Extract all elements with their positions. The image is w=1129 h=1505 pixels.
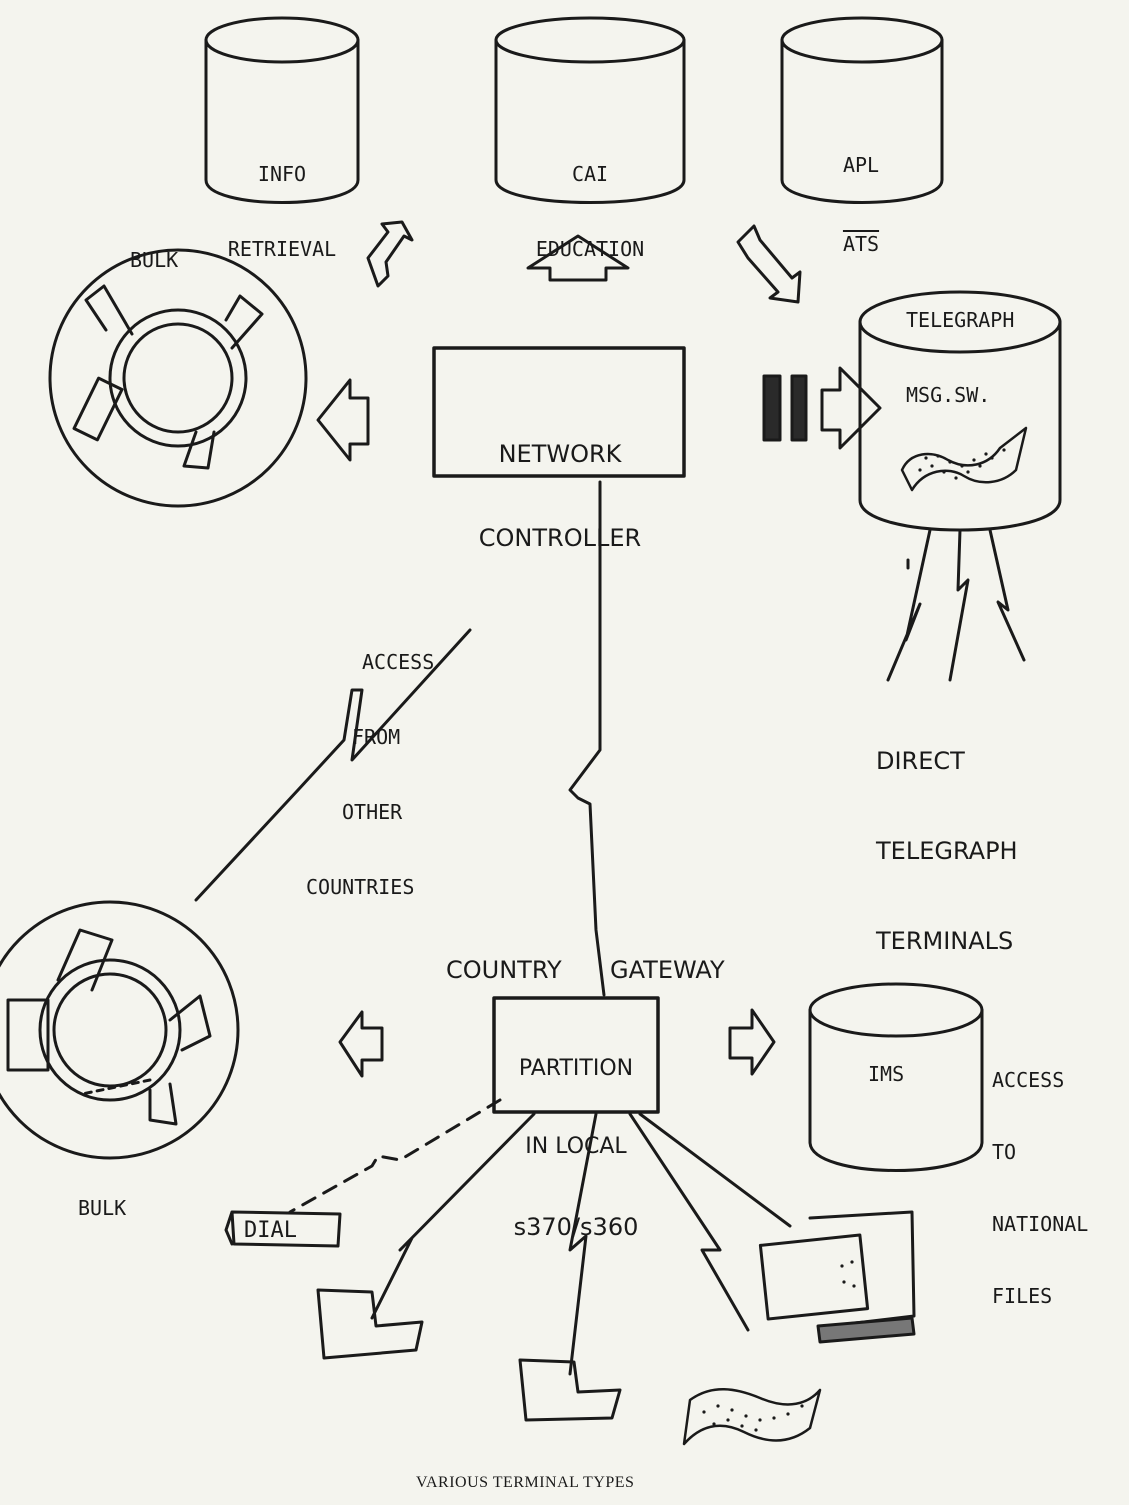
link-block-1	[764, 376, 780, 440]
bulk-top-label: BULK	[130, 248, 178, 273]
ims-label: IMS	[868, 1062, 904, 1087]
arrow-to-info-icon	[368, 222, 412, 286]
cai-education-label: CAI EDUCATION	[504, 112, 676, 312]
telegraph-msg-switch-label: TELEGRAPH MSG.SW.	[906, 258, 1014, 458]
partition-label: PARTITION IN LOCAL s370/s360	[496, 1004, 656, 1292]
arrow-to-bulk-top-icon	[318, 380, 368, 460]
arrow-to-telegraph-icon	[822, 368, 880, 448]
direct-telegraph-terminals-label: DIRECT TELEGRAPH TERMINALS	[876, 686, 1018, 1016]
dial-label: DIAL	[244, 1218, 297, 1243]
telegraph-terminal-line-3	[990, 530, 1024, 660]
telegraph-terminal-line-1	[888, 530, 930, 680]
arrow-to-apl-icon	[738, 226, 800, 302]
arrow-to-ims-icon	[730, 1010, 774, 1074]
keyboard-terminal-left-icon	[318, 1290, 422, 1358]
video-display-terminal-icon	[760, 1212, 914, 1342]
terminal-link-video	[640, 1114, 790, 1226]
bulk-bottom-label: BULK	[78, 1196, 126, 1221]
network-controller-label: NETWORK CONTROLLER	[436, 384, 684, 608]
dial-link	[290, 1100, 500, 1212]
telegraph-terminal-line-2	[950, 530, 968, 680]
bulk-tape-reel-bottom-icon	[0, 902, 238, 1158]
access-national-files-label: ACCESS TO NATIONAL FILES	[992, 1020, 1088, 1356]
arrow-to-bulk-bottom-icon	[340, 1012, 382, 1076]
country-label: COUNTRY	[446, 956, 562, 984]
printer-paper-terminal-icon	[684, 1389, 820, 1444]
figure-caption: VARIOUS TERMINAL TYPES	[416, 1474, 634, 1492]
link-block-2	[792, 376, 806, 440]
access-other-countries-label: ACCESS FROM OTHER COUNTRIES	[332, 600, 434, 950]
info-retrieval-label: INFO RETRIEVAL	[212, 112, 352, 312]
gateway-label: GATEWAY	[610, 956, 725, 984]
